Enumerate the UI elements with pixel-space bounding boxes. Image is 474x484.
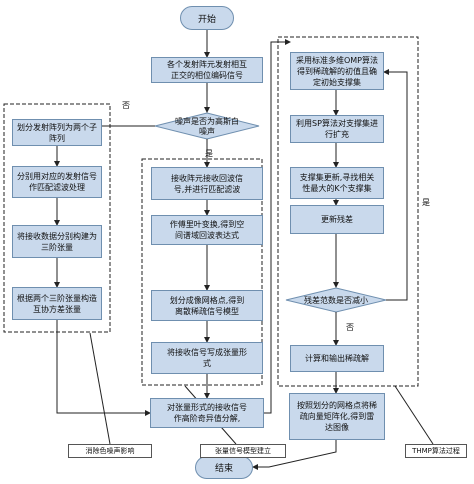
thmp-callout: THMP算法过程 (405, 444, 467, 458)
omp-init-box: 采用标准多维OMP算法得到稀疏解的初值且确定初始支撑集 (290, 52, 384, 90)
noise-suppression-callout: 消除色噪声影响 (68, 444, 152, 458)
noise-decision-line2: 噪声 (199, 126, 215, 136)
grid-box: 划分成像网格点,得到离散稀疏信号模型 (151, 290, 263, 321)
thmp-group (277, 36, 419, 387)
tensor-model-group (141, 158, 263, 386)
edge-label-yes-right: 是 (422, 198, 430, 207)
noise-decision-line1: 噪声是否为高斯白 (175, 116, 239, 126)
recv-matched-box: 接收阵元接收回波信号,并进行匹配滤波 (151, 167, 263, 200)
sp-expand-box: 利用SP算法对支撑集进行扩充 (290, 115, 384, 143)
matched-each-box: 分别用对应的发射信号作匹配滤波处理 (12, 166, 102, 198)
fourier-box: 作傅里叶变换,得到空间谱域回波表达式 (151, 215, 263, 245)
edge-label-yes-down: 是 (205, 149, 213, 158)
edge-label-no-left: 否 (122, 101, 130, 110)
tensor-model-callout: 张量信号模型建立 (200, 444, 286, 458)
radar-image-box: 按照划分的网格点将稀疏向量矩阵化,得到雷达图像 (289, 393, 385, 440)
cross-cov-box: 根据两个三阶张量构造互协方差张量 (12, 287, 102, 320)
hosvd-box: 对张量形式的接收信号作高阶奇异值分解, (150, 398, 264, 428)
sparse-solution-box: 计算和输出稀疏解 (290, 345, 384, 372)
residual-decision-text: 残差范数是否减小 (304, 295, 368, 305)
partition-box: 划分发射阵列为两个子阵列 (12, 119, 102, 146)
start-terminal: 开始 (180, 6, 234, 30)
support-update-box: 支撑集更新,寻找相关性最大的K个支撑集 (290, 167, 384, 199)
edge-label-no-down: 否 (346, 323, 354, 332)
end-terminal: 结束 (195, 456, 253, 479)
residual-update-box: 更新残差 (290, 205, 384, 234)
tensor-form-box: 将接收信号写成张量形式 (151, 342, 263, 374)
build-3rd-tensor-box: 将接收数据分别构建为三阶张量 (12, 225, 102, 258)
phase-encode-box: 各个发射阵元发射相互正交的相位编码信号 (151, 57, 263, 83)
